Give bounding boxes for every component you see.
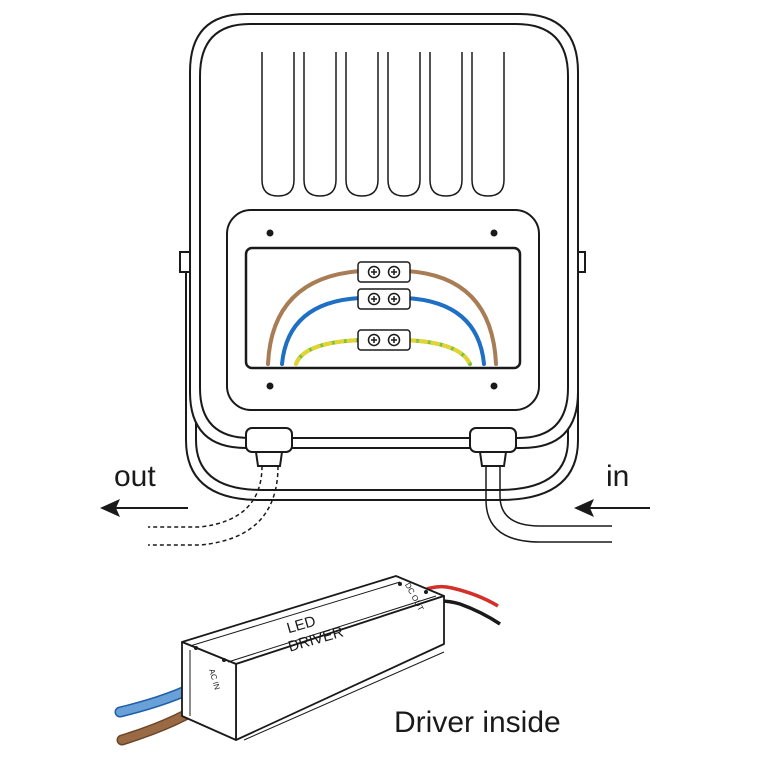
- cable-gland-left: [245, 427, 293, 453]
- screw-icon: [266, 229, 274, 237]
- mounting-bracket: [185, 252, 579, 501]
- screw-icon: [222, 658, 226, 662]
- arrow-left-icon: [100, 499, 120, 517]
- in-label: in: [606, 460, 629, 493]
- input-cable: [485, 466, 612, 543]
- led-driver: LED DRIVER AC IN DC OUT: [114, 575, 501, 746]
- driver-wire-red: [419, 584, 499, 608]
- junction-box-frame: [226, 209, 540, 411]
- output-cable: [148, 465, 279, 546]
- terminal-block-icon: [357, 261, 411, 283]
- heatsink-fins: [261, 52, 505, 197]
- screw-icon: [266, 382, 274, 390]
- housing-inner-rim: [199, 23, 569, 439]
- junction-box-window: [244, 246, 522, 370]
- bracket-pivot-left: [179, 251, 191, 273]
- in-arrow: [574, 499, 650, 517]
- screw-icon: [490, 229, 498, 237]
- cable-gland-right: [469, 427, 517, 453]
- driver-end-face: [181, 641, 237, 741]
- terminal-blocks: [357, 261, 411, 351]
- out-arrow: [100, 499, 188, 517]
- screw-icon: [424, 590, 428, 594]
- gland-nut-right: [478, 451, 508, 467]
- caption-driver-inside: Driver inside: [394, 706, 561, 739]
- floodlight-housing: [179, 13, 586, 501]
- terminal-block-icon: [357, 288, 411, 310]
- arrow-left-icon: [574, 499, 594, 517]
- terminal-block-icon: [357, 329, 411, 351]
- screw-icon: [398, 582, 402, 586]
- screw-icon: [490, 382, 498, 390]
- gland-nut-left: [254, 451, 284, 467]
- screw-icon: [194, 646, 198, 650]
- cover-screws: [266, 229, 498, 390]
- out-label: out: [114, 460, 156, 493]
- mounting-bracket-inner: [195, 262, 569, 491]
